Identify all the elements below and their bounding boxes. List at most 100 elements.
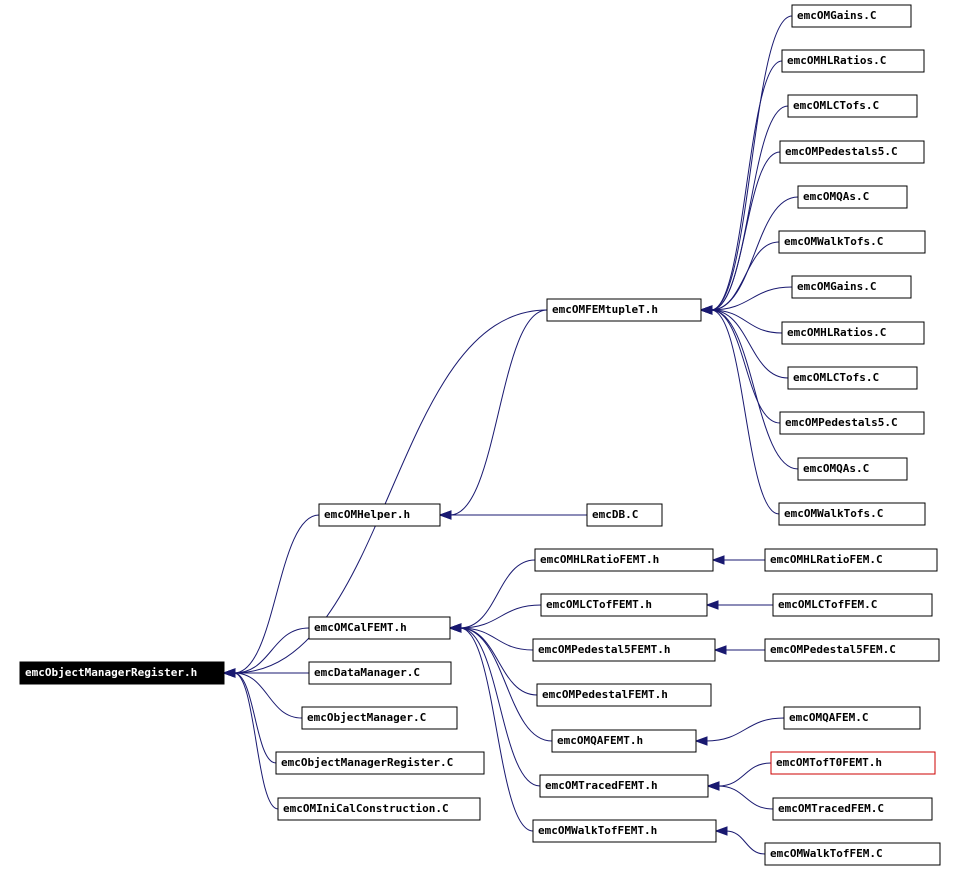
node-emcOMWalkTofFEM-C[interactable]: emcOMWalkTofFEM.C (764, 842, 941, 866)
svg-text:emcOMPedestals5.C: emcOMPedestals5.C (785, 416, 898, 429)
node-emcOMTofT0FEMT-h[interactable]: emcOMTofT0FEMT.h (770, 751, 936, 775)
node-emcOMIniCalConstruction-C[interactable]: emcOMIniCalConstruction.C (277, 797, 481, 821)
node-emcOMQAFEMT-h[interactable]: emcOMQAFEMT.h (551, 729, 697, 753)
edge-arrowhead (222, 668, 236, 678)
svg-text:emcOMTracedFEMT.h: emcOMTracedFEMT.h (545, 779, 658, 792)
edge-arrowhead (713, 645, 727, 655)
node-emcOMFEMtupleT-h[interactable]: emcOMFEMtupleT.h (546, 298, 702, 322)
node-emcOMLCTofs-C[interactable]: emcOMLCTofs.C (787, 366, 918, 390)
svg-text:emcOMFEMtupleT.h: emcOMFEMtupleT.h (552, 303, 658, 316)
svg-text:emcObjectManager.C: emcObjectManager.C (307, 711, 426, 724)
dependency-edge (233, 672, 277, 764)
svg-text:emcOMWalkTofs.C: emcOMWalkTofs.C (784, 507, 883, 520)
node-emcOMHLRatioFEMT-h[interactable]: emcOMHLRatioFEMT.h (534, 548, 714, 572)
node-emcOMTracedFEM-C[interactable]: emcOMTracedFEM.C (772, 797, 933, 821)
svg-text:emcObjectManagerRegister.h: emcObjectManagerRegister.h (25, 666, 197, 679)
svg-text:emcOMPedestalFEMT.h: emcOMPedestalFEMT.h (542, 688, 668, 701)
svg-text:emcDB.C: emcDB.C (592, 508, 638, 521)
svg-text:emcOMLCTofFEM.C: emcOMLCTofFEM.C (778, 598, 877, 611)
graph-edges (222, 15, 799, 855)
edge-arrowhead (448, 623, 462, 633)
dependency-edge (449, 309, 548, 516)
svg-text:emcOMGains.C: emcOMGains.C (797, 280, 876, 293)
dependency-edge (233, 672, 303, 719)
svg-text:emcOMHLRatios.C: emcOMHLRatios.C (787, 326, 886, 339)
dependency-edge (710, 309, 781, 424)
dependency-edge (710, 241, 780, 311)
dependency-edge (233, 627, 310, 674)
dependency-edge (710, 286, 793, 311)
node-emcObjectManager-C[interactable]: emcObjectManager.C (301, 706, 458, 730)
edge-arrowhead (699, 305, 713, 315)
svg-text:emcOMHLRatioFEM.C: emcOMHLRatioFEM.C (770, 553, 883, 566)
svg-text:emcOMQAs.C: emcOMQAs.C (803, 190, 869, 203)
node-emcOMHLRatioFEM-C[interactable]: emcOMHLRatioFEM.C (764, 548, 938, 572)
svg-text:emcOMTofT0FEMT.h: emcOMTofT0FEMT.h (776, 756, 882, 769)
svg-text:emcOMGains.C: emcOMGains.C (797, 9, 876, 22)
node-emcOMPedestals5-C[interactable]: emcOMPedestals5.C (779, 411, 925, 435)
svg-text:emcOMHLRatios.C: emcOMHLRatios.C (787, 54, 886, 67)
node-emcOMPedestal5FEM-C[interactable]: emcOMPedestal5FEM.C (764, 638, 940, 662)
node-emcOMTracedFEMT-h[interactable]: emcOMTracedFEMT.h (539, 774, 709, 798)
node-emcObjectManagerRegister-h[interactable]: emcObjectManagerRegister.h (19, 661, 225, 685)
edge-arrowhead (438, 510, 452, 520)
dependency-edge (710, 309, 780, 515)
edge-arrowhead (694, 736, 708, 746)
node-emcOMCalFEMT-h[interactable]: emcOMCalFEMT.h (308, 616, 451, 640)
dependency-edge (710, 15, 793, 311)
dependency-edge (717, 762, 772, 787)
dependency-edge (233, 309, 548, 674)
edge-arrowhead (711, 555, 725, 565)
node-emcOMLCTofFEM-C[interactable]: emcOMLCTofFEM.C (772, 593, 933, 617)
node-emcOMGains-C[interactable]: emcOMGains.C (791, 275, 912, 299)
node-emcOMWalkTofFEMT-h[interactable]: emcOMWalkTofFEMT.h (532, 819, 717, 843)
svg-text:emcDataManager.C: emcDataManager.C (314, 666, 420, 679)
node-emcOMPedestalFEMT-h[interactable]: emcOMPedestalFEMT.h (536, 683, 712, 707)
svg-text:emcOMLCTofs.C: emcOMLCTofs.C (793, 99, 879, 112)
svg-text:emcOMCalFEMT.h: emcOMCalFEMT.h (314, 621, 407, 634)
dependency-edge (710, 309, 789, 379)
dependency-edge (705, 717, 785, 742)
dependency-edge (233, 672, 279, 810)
node-emcOMPedestal5FEMT-h[interactable]: emcOMPedestal5FEMT.h (532, 638, 716, 662)
edge-arrowhead (706, 781, 720, 791)
node-emcOMQAs-C[interactable]: emcOMQAs.C (797, 185, 908, 209)
svg-text:emcOMTracedFEM.C: emcOMTracedFEM.C (778, 802, 884, 815)
svg-text:emcOMWalkTofFEM.C: emcOMWalkTofFEM.C (770, 847, 883, 860)
node-emcOMWalkTofs-C[interactable]: emcOMWalkTofs.C (778, 230, 926, 254)
svg-text:emcOMPedestal5FEMT.h: emcOMPedestal5FEMT.h (538, 643, 670, 656)
node-emcOMLCTofs-C[interactable]: emcOMLCTofs.C (787, 94, 918, 118)
node-emcOMHelper-h[interactable]: emcOMHelper.h (318, 503, 441, 527)
dependency-edge (710, 309, 783, 334)
graph-nodes: emcObjectManagerRegister.h emcOMFEMtuple… (19, 4, 941, 866)
dependency-edge (459, 559, 536, 629)
node-emcOMGains-C[interactable]: emcOMGains.C (791, 4, 912, 28)
node-emcOMQAs-C[interactable]: emcOMQAs.C (797, 457, 908, 481)
svg-text:emcOMHelper.h: emcOMHelper.h (324, 508, 410, 521)
svg-text:emcOMQAFEM.C: emcOMQAFEM.C (789, 711, 868, 724)
svg-text:emcOMWalkTofs.C: emcOMWalkTofs.C (784, 235, 883, 248)
dependency-edge (233, 514, 320, 674)
dependency-edge (459, 604, 542, 629)
node-emcOMHLRatios-C[interactable]: emcOMHLRatios.C (781, 321, 925, 345)
dependency-edge (710, 60, 783, 311)
node-emcOMHLRatios-C[interactable]: emcOMHLRatios.C (781, 49, 925, 73)
node-emcOMWalkTofs-C[interactable]: emcOMWalkTofs.C (778, 502, 926, 526)
node-emcDataManager-C[interactable]: emcDataManager.C (308, 661, 452, 685)
dependency-edge (459, 627, 541, 787)
dependency-edge (710, 151, 781, 311)
dependency-edge (717, 785, 774, 810)
svg-text:emcOMLCTofs.C: emcOMLCTofs.C (793, 371, 879, 384)
node-emcDB-C[interactable]: emcDB.C (586, 503, 663, 527)
node-emcOMPedestals5-C[interactable]: emcOMPedestals5.C (779, 140, 925, 164)
dependency-edge (725, 830, 766, 855)
dependency-edge (459, 627, 553, 742)
svg-text:emcOMHLRatioFEMT.h: emcOMHLRatioFEMT.h (540, 553, 659, 566)
dependency-edge (459, 627, 534, 832)
node-emcOMQAFEM-C[interactable]: emcOMQAFEM.C (783, 706, 921, 730)
node-emcObjectManagerRegister-C[interactable]: emcObjectManagerRegister.C (275, 751, 485, 775)
svg-text:emcOMWalkTofFEMT.h: emcOMWalkTofFEMT.h (538, 824, 657, 837)
node-emcOMLCTofFEMT-h[interactable]: emcOMLCTofFEMT.h (540, 593, 708, 617)
dependency-edge (710, 309, 799, 470)
svg-text:emcOMQAs.C: emcOMQAs.C (803, 462, 869, 475)
